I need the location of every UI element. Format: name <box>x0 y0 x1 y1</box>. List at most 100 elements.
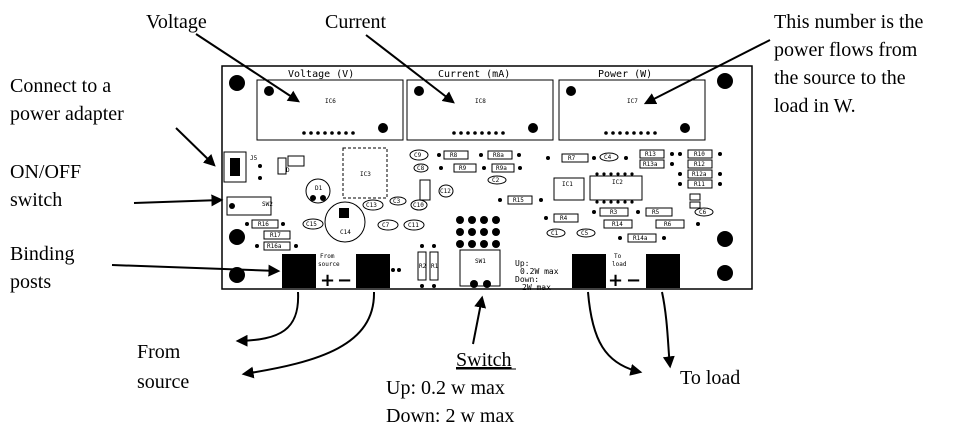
svg-text:R12a: R12a <box>692 171 707 178</box>
svg-text:R7: R7 <box>568 155 576 162</box>
svg-text:R1: R1 <box>431 263 439 270</box>
svg-text:power adapter: power adapter <box>10 103 124 125</box>
svg-text:R8a: R8a <box>493 152 504 159</box>
svg-text:R17: R17 <box>270 232 281 239</box>
svg-text:switch: switch <box>10 189 62 211</box>
svg-text:R14: R14 <box>612 221 623 228</box>
svg-text:C1: C1 <box>551 230 559 237</box>
label-current: Current <box>325 11 387 33</box>
label-voltage: Voltage <box>146 11 207 33</box>
svg-text:R12: R12 <box>694 161 705 168</box>
svg-text:C10: C10 <box>413 202 424 209</box>
label-onoff: ON/OFF switch <box>10 161 81 211</box>
svg-text:load in W.: load in W. <box>774 95 856 117</box>
svg-text:R4: R4 <box>560 215 568 222</box>
svg-text:Binding: Binding <box>10 243 74 265</box>
svg-text:To: To <box>614 253 622 260</box>
svg-text:posts: posts <box>10 271 51 293</box>
mounting-hole-icon <box>717 265 733 281</box>
svg-text:IC7: IC7 <box>627 98 638 105</box>
svg-text:R3: R3 <box>610 209 618 216</box>
power-jack: J5 <box>223 151 262 183</box>
svg-text:C3: C3 <box>393 198 401 205</box>
svg-text:R9a: R9a <box>496 165 507 172</box>
svg-text:Up:: Up: <box>515 259 529 268</box>
svg-text:R14a: R14a <box>633 235 648 242</box>
svg-text:power flows from: power flows from <box>774 39 918 61</box>
power-display: IC7 <box>558 79 706 141</box>
slide-switch-sw1: SW1 <box>459 249 501 288</box>
svg-text:IC3: IC3 <box>360 171 371 178</box>
svg-text:the source to the: the source to the <box>774 67 906 89</box>
svg-text:ON/OFF: ON/OFF <box>10 161 81 183</box>
header-power: Power (W) <box>598 69 652 80</box>
label-from-source: From source <box>137 341 189 393</box>
svg-text:C11: C11 <box>408 222 419 229</box>
mounting-hole-icon <box>229 229 245 245</box>
svg-text:SW1: SW1 <box>475 258 486 265</box>
label-switch-up: Up: 0.2 w max <box>386 377 505 399</box>
pin-header <box>456 216 500 248</box>
svg-text:D: D <box>286 167 290 174</box>
svg-text:IC1: IC1 <box>562 181 573 188</box>
plus-sign: + <box>320 270 335 291</box>
svg-text:C8: C8 <box>417 165 425 172</box>
svg-text:C14: C14 <box>340 229 351 236</box>
svg-text:R13a: R13a <box>643 161 658 168</box>
label-switch-title: Switch <box>456 349 512 371</box>
pcb-board: Voltage (V) Current (mA) Power (W) IC6 I… <box>221 65 753 292</box>
svg-text:R16: R16 <box>258 221 269 228</box>
svg-text:C9: C9 <box>414 152 422 159</box>
svg-text:Connect to a: Connect to a <box>10 75 111 97</box>
svg-text:C7: C7 <box>382 222 390 229</box>
svg-text:C12: C12 <box>440 188 451 195</box>
svg-text:C13: C13 <box>366 202 377 209</box>
svg-text:R11: R11 <box>694 181 705 188</box>
svg-text:R8: R8 <box>450 152 458 159</box>
svg-text:IC8: IC8 <box>475 98 486 105</box>
svg-text:R16a: R16a <box>267 243 282 250</box>
current-display: IC8 <box>406 79 554 141</box>
svg-text:IC6: IC6 <box>325 98 336 105</box>
svg-text:Down:: Down: <box>515 275 539 284</box>
mounting-hole-icon <box>717 231 733 247</box>
svg-text:From: From <box>137 341 181 363</box>
mounting-hole-icon <box>229 267 245 283</box>
svg-text:SW2: SW2 <box>262 201 273 208</box>
svg-text:R10: R10 <box>694 151 705 158</box>
svg-text:D1: D1 <box>315 185 323 192</box>
svg-text:C4: C4 <box>604 154 612 161</box>
svg-text:R13: R13 <box>645 151 656 158</box>
svg-text:R15: R15 <box>513 197 524 204</box>
svg-text:load: load <box>612 261 627 268</box>
svg-text:C2: C2 <box>492 177 500 184</box>
svg-text:2W max: 2W max <box>522 283 551 292</box>
binding-posts-to-load: To load + − <box>572 253 680 291</box>
svg-text:From: From <box>320 253 335 260</box>
label-power-note: This number is the power flows from the … <box>774 11 924 117</box>
header-voltage: Voltage (V) <box>288 69 354 80</box>
label-switch-down: Down: 2 w max <box>386 405 514 427</box>
svg-text:R9: R9 <box>459 165 467 172</box>
svg-text:IC2: IC2 <box>612 179 623 186</box>
label-connect: Connect to a power adapter <box>10 75 124 125</box>
svg-text:C15: C15 <box>306 221 317 228</box>
mounting-hole-icon <box>717 73 733 89</box>
minus-sign: − <box>337 270 352 291</box>
header-current: Current (mA) <box>438 69 510 80</box>
svg-text:R5: R5 <box>652 209 660 216</box>
svg-text:source: source <box>137 371 189 393</box>
mounting-hole-icon <box>229 75 245 91</box>
svg-text:0.2W max: 0.2W max <box>520 267 559 276</box>
plus-sign: + <box>608 270 623 291</box>
svg-text:C6: C6 <box>699 209 707 216</box>
voltage-display: IC6 <box>256 79 404 141</box>
svg-text:C5: C5 <box>581 230 589 237</box>
svg-text:This number is the: This number is the <box>774 11 924 33</box>
minus-sign: − <box>626 270 641 291</box>
svg-text:source: source <box>318 261 340 268</box>
svg-text:R6: R6 <box>664 221 672 228</box>
label-to-load: To load <box>680 367 740 389</box>
svg-text:R2: R2 <box>419 263 427 270</box>
